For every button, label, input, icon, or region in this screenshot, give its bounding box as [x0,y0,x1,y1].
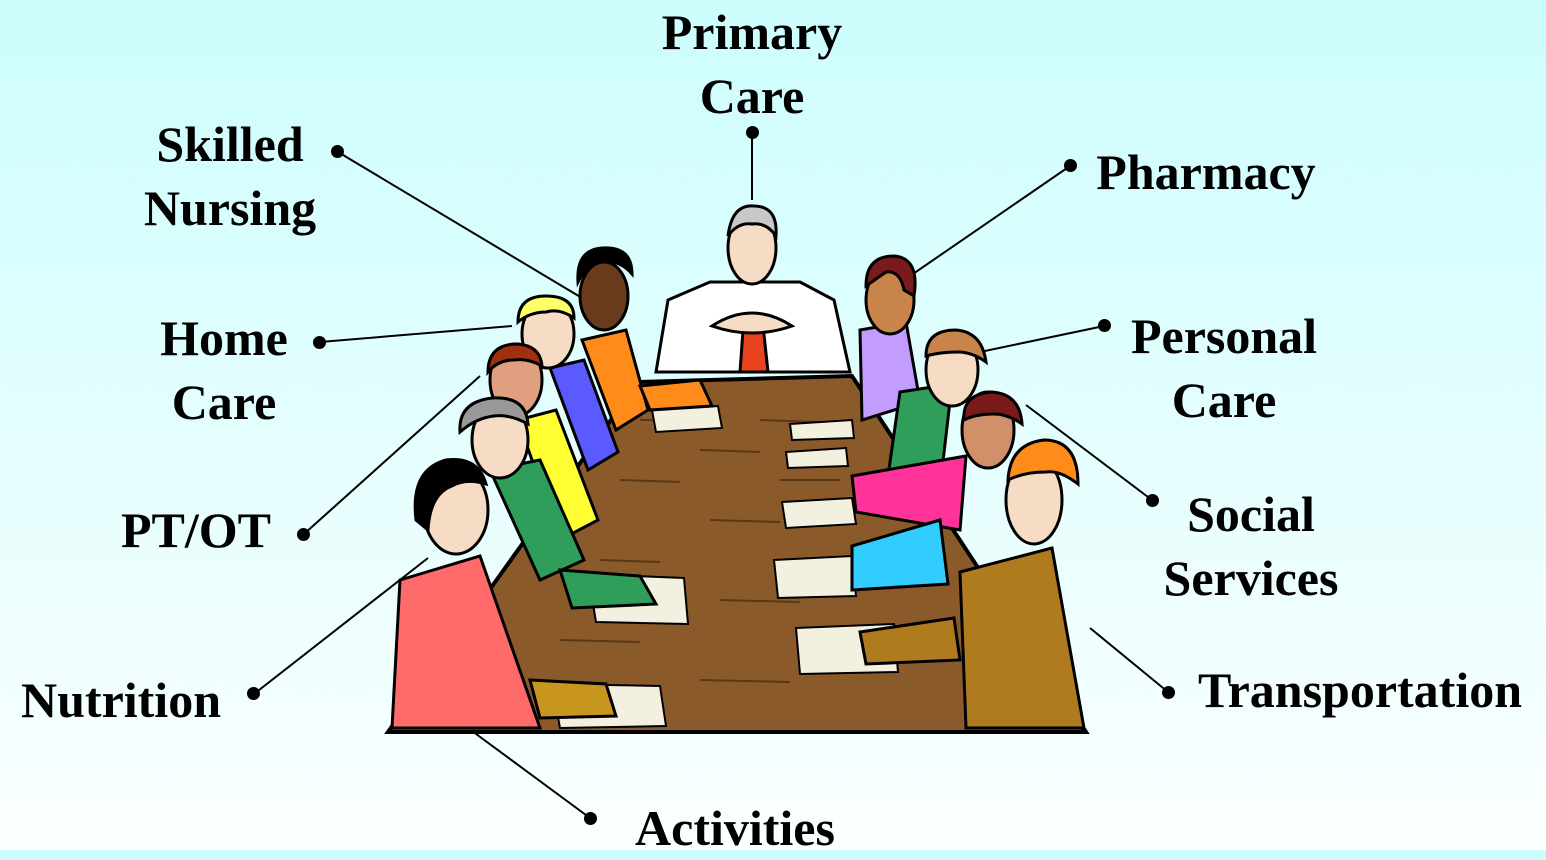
dot-primary-care [746,126,759,139]
label-transportation-line1: Transportation [1197,662,1523,718]
label-social-services-line2: Services [1163,550,1339,606]
label-pharmacy: Pharmacy [1086,140,1326,204]
connector-activities [467,727,591,819]
label-personal-care: Personal Care [1114,304,1334,432]
dot-personal-care [1098,319,1111,332]
connector-personal-care [979,325,1105,353]
label-social-services-line1: Social [1187,486,1315,542]
person-pt-ot [486,342,600,543]
person-skilled-nursing [576,246,715,433]
dot-activities [584,812,597,825]
label-pt-ot-line1: PT/OT [120,502,272,558]
dot-home-care [313,336,326,349]
dot-nutrition [247,687,260,700]
label-home-care-line2: Care [171,374,277,430]
connector-pt-ot [303,375,481,535]
label-home-care: Home Care [144,306,304,434]
label-primary-care-line1: Primary [661,4,843,60]
label-primary-care-line2: Care [699,68,805,124]
connector-skilled-nursing [337,151,583,299]
label-skilled-nursing: Skilled Nursing [130,112,330,240]
label-activities: Activities [620,796,850,860]
dot-social-services [1146,494,1159,507]
connector-home-care [319,325,513,343]
dot-skilled-nursing [331,145,344,158]
label-skilled-nursing-line2: Nursing [143,180,317,236]
person-grey-hair [458,396,659,610]
label-home-care-line1: Home [160,310,288,366]
label-pharmacy-line1: Pharmacy [1096,144,1316,200]
connector-social-services [1025,404,1153,501]
dot-transportation [1162,686,1175,699]
label-personal-care-line1: Personal [1130,308,1318,364]
label-transportation: Transportation [1180,658,1540,722]
person-social-services [850,390,1024,592]
connector-transportation [1089,627,1169,693]
dot-pt-ot [297,528,310,541]
label-nutrition-line1: Nutrition [21,672,221,728]
label-pt-ot: PT/OT [106,498,286,562]
connector-pharmacy [909,165,1071,277]
person-transportation [858,438,1086,730]
label-skilled-nursing-line1: Skilled [156,116,304,172]
label-personal-care-line2: Care [1171,372,1277,428]
dot-pharmacy [1064,159,1077,172]
person-primary-care [654,204,852,374]
label-primary-care: Primary Care [652,0,852,128]
connector-lines [253,132,1169,819]
person-nutrition [390,458,619,730]
label-nutrition: Nutrition [6,668,236,732]
label-activities-line1: Activities [635,800,835,856]
label-social-services: Social Services [1146,482,1356,610]
